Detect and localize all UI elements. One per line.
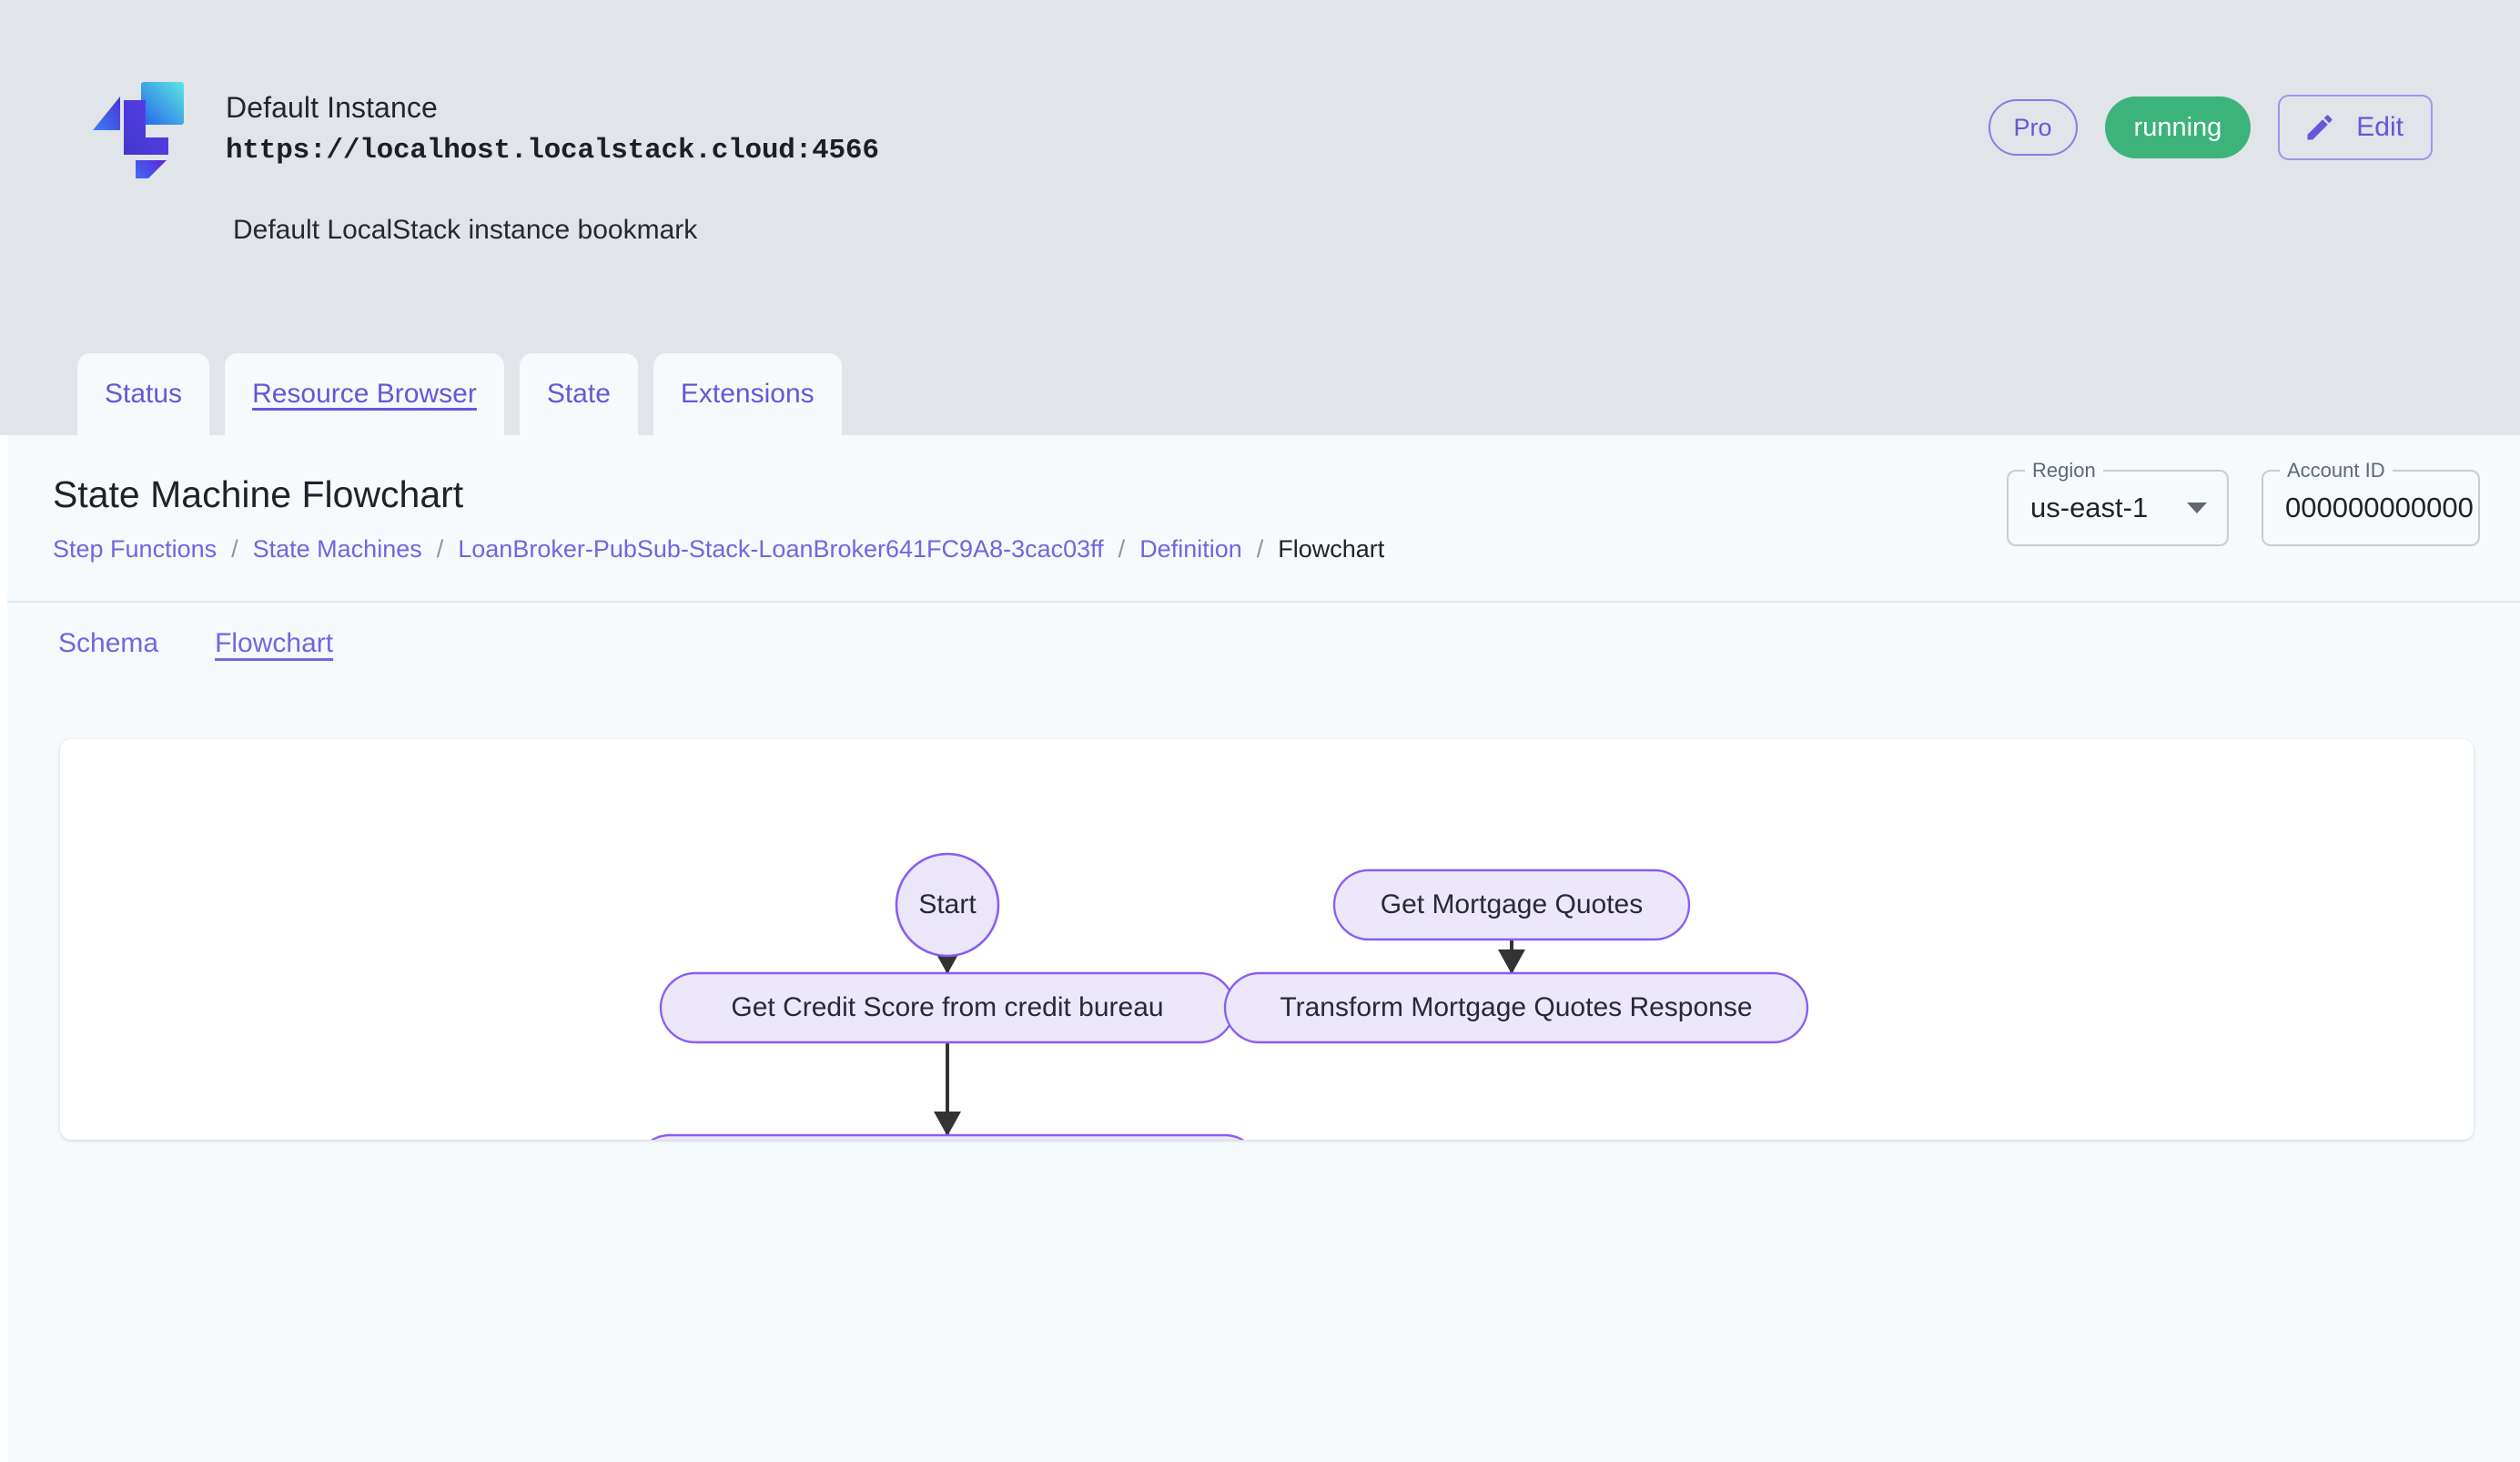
- tab-status[interactable]: Status: [77, 353, 210, 435]
- header-divider: [7, 601, 2520, 603]
- flow-node-label: Get Mortgage Quotes: [1381, 889, 1644, 919]
- flow-node-credit[interactable]: Get Credit Score from credit bureau: [659, 971, 1236, 1044]
- tab-extensions[interactable]: Extensions: [653, 353, 842, 435]
- tab-extensions-label: Extensions: [680, 379, 815, 409]
- main-tabs: Status Resource Browser State Extensions: [77, 353, 842, 435]
- flow-node-label: Transform Mortgage Quotes Response: [1280, 992, 1752, 1022]
- flow-node-transform[interactable]: Transform Mortgage Quotes Response: [1223, 971, 1809, 1044]
- tab-resource-browser[interactable]: Resource Browser: [225, 353, 504, 435]
- flow-edge-arrowhead: [934, 1112, 961, 1136]
- breadcrumb-item-state-machine-name[interactable]: LoanBroker-PubSub-Stack-LoanBroker641FC9…: [458, 535, 1104, 563]
- chevron-down-icon: [2187, 503, 2207, 513]
- subtab-schema[interactable]: Schema: [58, 628, 159, 658]
- instance-name: Default Instance: [226, 91, 438, 124]
- breadcrumb: Step Functions / State Machines / LoanBr…: [53, 535, 1384, 563]
- definition-subtabs: Schema Flowchart: [58, 628, 333, 659]
- tab-state-label: State: [546, 379, 611, 409]
- flow-node-request[interactable]: Request mortgage quotes from all banks: [635, 1133, 1260, 1140]
- region-select-label: Region: [2025, 459, 2103, 482]
- account-id-label: Account ID: [2280, 459, 2393, 482]
- breadcrumb-separator: /: [1118, 535, 1126, 563]
- breadcrumb-separator: /: [231, 535, 238, 563]
- breadcrumb-item-flowchart: Flowchart: [1278, 535, 1385, 563]
- breadcrumb-item-definition[interactable]: Definition: [1139, 535, 1242, 563]
- instance-text-block: Default Instance https://localhost.local…: [226, 80, 879, 169]
- tab-state[interactable]: State: [519, 353, 638, 435]
- page-header: State Machine Flowchart Step Functions /…: [7, 435, 2520, 603]
- region-select[interactable]: Region us-east-1: [2007, 459, 2229, 546]
- header-actions: Pro running Edit: [1988, 95, 2433, 160]
- instance-brand: Default Instance https://localhost.local…: [89, 80, 879, 178]
- flow-node-label: Start: [918, 889, 977, 919]
- breadcrumb-separator: /: [1256, 535, 1264, 563]
- tab-status-label: Status: [105, 379, 183, 409]
- flow-node-shape: [895, 852, 1000, 958]
- flow-node-shape: [1332, 868, 1691, 941]
- flow-node-label: Get Credit Score from credit bureau: [731, 992, 1163, 1022]
- instance-description: Default LocalStack instance bookmark: [233, 215, 698, 245]
- breadcrumb-item-state-machines[interactable]: State Machines: [252, 535, 422, 563]
- flow-node-shape: [1223, 971, 1809, 1044]
- region-select-value: us-east-1: [2030, 492, 2149, 523]
- pro-badge[interactable]: Pro: [1988, 99, 2078, 156]
- pencil-icon: [2307, 115, 2333, 140]
- breadcrumb-item-step-functions[interactable]: Step Functions: [53, 535, 218, 563]
- flow-edge-arrowhead: [1498, 949, 1525, 974]
- account-id-value: 000000000000: [2285, 492, 2474, 523]
- page-title: State Machine Flowchart: [53, 473, 464, 515]
- subtab-flowchart[interactable]: Flowchart: [215, 628, 334, 658]
- status-badge: running: [2104, 96, 2252, 158]
- content-panel: State Machine Flowchart Step Functions /…: [7, 435, 2520, 1462]
- edit-button[interactable]: Edit: [2278, 95, 2433, 160]
- scope-selectors: Region us-east-1 Account ID 000000000000: [2007, 459, 2480, 546]
- account-id-field[interactable]: Account ID 000000000000: [2262, 459, 2480, 546]
- flow-node-start[interactable]: Start: [895, 852, 1000, 958]
- instance-url: https://localhost.localstack.cloud:4566: [226, 134, 879, 167]
- breadcrumb-separator: /: [436, 535, 444, 563]
- tab-resource-browser-label: Resource Browser: [252, 379, 477, 409]
- edit-button-label: Edit: [2356, 112, 2404, 142]
- flow-node-getquotes[interactable]: Get Mortgage Quotes: [1332, 868, 1691, 941]
- flow-node-shape: [650, 1133, 1245, 1140]
- localstack-logo-icon: [93, 82, 184, 178]
